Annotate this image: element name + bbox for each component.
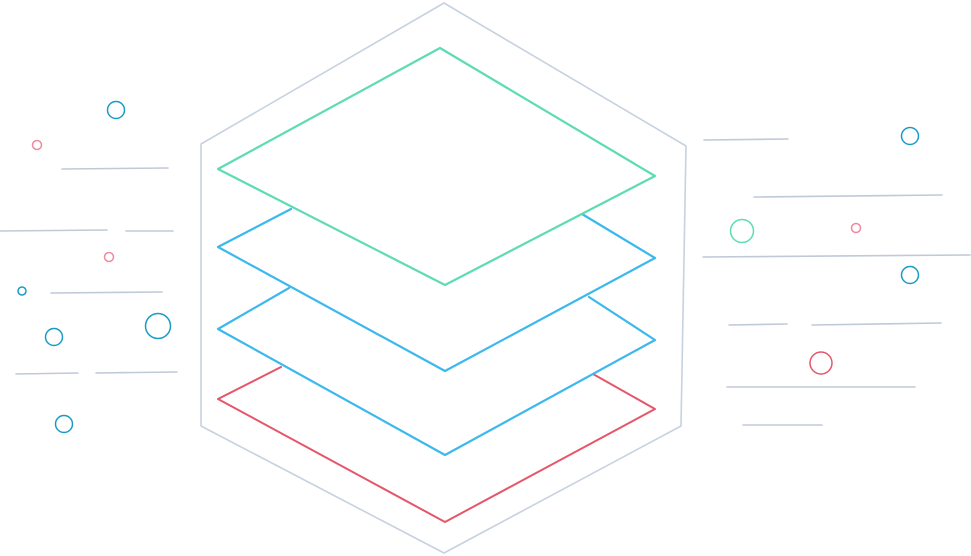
speed-line	[0, 229, 108, 232]
dot-blue	[900, 265, 920, 285]
speed-line	[702, 254, 971, 258]
dot-red	[809, 351, 833, 375]
dot-blue	[17, 286, 27, 296]
decorative-dots	[17, 100, 920, 434]
lower-blue-layer-diamond	[216, 286, 657, 457]
top-layer-diamond	[216, 46, 657, 287]
bottom-layer-diamond	[217, 366, 656, 523]
dot-blue	[44, 327, 64, 347]
dot-pink	[103, 251, 115, 263]
speed-line	[703, 138, 789, 141]
dot-teal	[729, 218, 755, 244]
speed-line	[50, 291, 163, 294]
speed-line	[15, 372, 79, 375]
speed-line	[811, 322, 942, 326]
upper-blue-layer-diamond	[216, 207, 657, 373]
dot-blue	[144, 312, 172, 340]
speed-line	[61, 167, 169, 170]
dot-pink	[31, 139, 43, 151]
speed-line	[95, 371, 178, 374]
dot-pink	[850, 222, 862, 234]
speed-line	[728, 323, 788, 326]
right-speed-lines	[702, 138, 971, 426]
dot-blue	[54, 414, 74, 434]
hexagon-outline	[200, 2, 687, 554]
left-speed-lines	[0, 167, 178, 375]
dot-blue	[900, 126, 920, 146]
speed-line	[753, 194, 943, 198]
dot-blue	[106, 100, 126, 120]
